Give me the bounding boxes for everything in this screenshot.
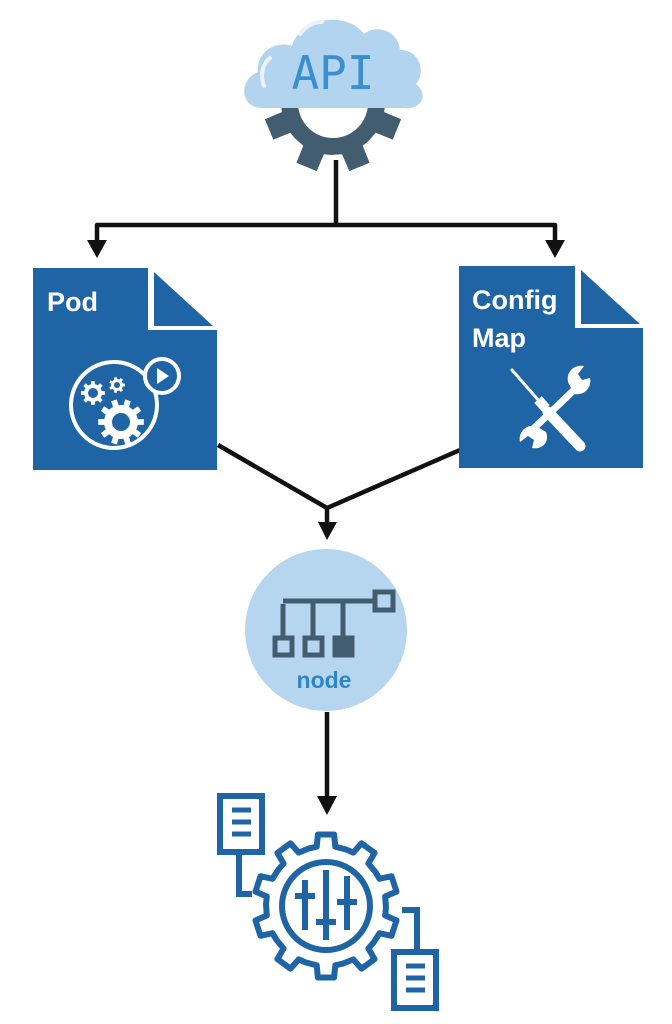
document-icon-bottom-right	[391, 907, 439, 1011]
node-label: node	[297, 667, 352, 693]
edge-configmap-to-node	[324, 447, 461, 525]
settings-node[interactable]	[217, 793, 439, 1011]
edge-api-to-configmap	[336, 222, 558, 244]
gear-hole	[88, 388, 98, 398]
hierarchy-icon	[272, 589, 396, 658]
configmap-document-shape	[459, 266, 643, 468]
node-circle[interactable]: node	[245, 549, 407, 711]
pod-document-fold	[154, 272, 213, 326]
edge-pod-to-node	[216, 443, 329, 510]
gear-hole	[112, 413, 130, 431]
api-node[interactable]: API	[244, 19, 423, 172]
pod-label: Pod	[47, 287, 98, 317]
configmap-document[interactable]: Config Map	[459, 266, 643, 468]
gear-hole	[114, 382, 120, 388]
document-icon-top-left	[217, 793, 265, 897]
gear-sliders-icon	[252, 831, 400, 981]
arrowhead-settings	[317, 796, 337, 815]
configmap-label-line2: Map	[472, 323, 526, 353]
cloud-icon	[244, 19, 423, 109]
pod-document[interactable]: Pod	[33, 268, 217, 470]
arrowhead-configmap	[545, 240, 565, 258]
edge-api-to-pod	[94, 222, 336, 244]
node-circle-bg	[245, 549, 407, 711]
arrowhead-pod	[87, 240, 107, 258]
configmap-document-fold	[581, 270, 640, 324]
configmap-label-line1: Config	[472, 285, 557, 315]
arrowhead-node	[318, 522, 337, 540]
gears-play-icon	[69, 357, 181, 450]
api-label: API	[291, 46, 374, 100]
wrench-screwdriver-icon	[510, 365, 591, 452]
connectors	[87, 160, 565, 815]
pod-document-shape	[33, 268, 217, 470]
